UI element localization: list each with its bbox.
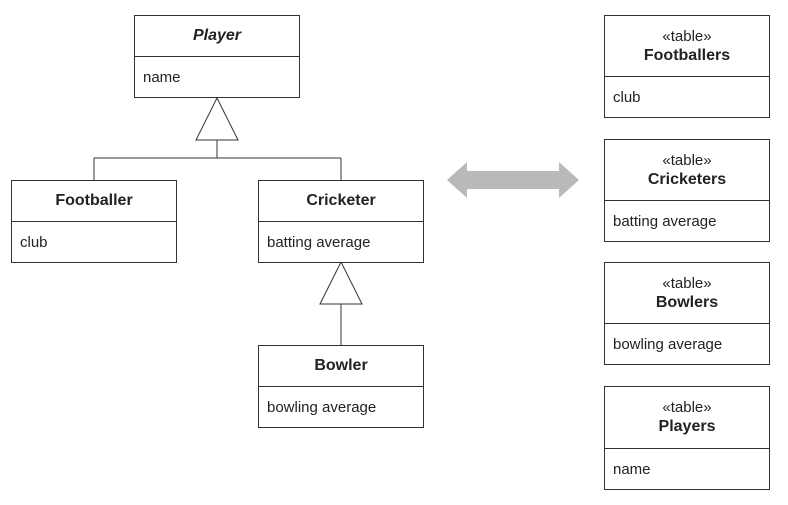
class-bowler-attributes: bowling average bbox=[259, 387, 423, 427]
class-bowler-name: Bowler bbox=[314, 357, 368, 374]
table-players: «table» Players name bbox=[604, 386, 770, 490]
class-footballer: Footballer club bbox=[11, 180, 177, 263]
table-cricketers-column: batting average bbox=[613, 212, 717, 230]
table-bowlers: «table» Bowlers bowling average bbox=[604, 262, 770, 365]
table-bowlers-name: Bowlers bbox=[655, 293, 719, 311]
class-player-attributes: name bbox=[135, 57, 299, 97]
table-bowlers-stereotype: «table» bbox=[662, 274, 712, 292]
generalization-arrowhead-player bbox=[195, 96, 239, 141]
double-arrow-icon bbox=[447, 162, 579, 198]
table-cricketers-columns: batting average bbox=[605, 201, 769, 241]
class-footballer-name: Footballer bbox=[55, 192, 133, 209]
table-footballers-header: «table» Footballers bbox=[605, 16, 769, 77]
class-bowler: Bowler bowling average bbox=[258, 345, 424, 428]
table-bowlers-columns: bowling average bbox=[605, 324, 769, 364]
class-cricketer: Cricketer batting average bbox=[258, 180, 424, 263]
class-bowler-attribute: bowling average bbox=[267, 398, 377, 416]
class-bowler-header: Bowler bbox=[259, 346, 423, 387]
class-player-attribute: name bbox=[143, 68, 181, 86]
class-cricketer-attribute: batting average bbox=[267, 233, 371, 251]
table-bowlers-column: bowling average bbox=[613, 335, 723, 353]
class-cricketer-attributes: batting average bbox=[259, 222, 423, 262]
table-footballers-name: Footballers bbox=[643, 46, 731, 64]
table-players-columns: name bbox=[605, 449, 769, 489]
table-cricketers-header: «table» Cricketers bbox=[605, 140, 769, 201]
class-player-header: Player bbox=[135, 16, 299, 57]
class-cricketer-header: Cricketer bbox=[259, 181, 423, 222]
class-player-name: Player bbox=[192, 27, 242, 44]
table-footballers-stereotype: «table» bbox=[662, 27, 712, 45]
table-players-stereotype: «table» bbox=[662, 399, 712, 416]
class-cricketer-name: Cricketer bbox=[306, 192, 376, 209]
generalization-arrowhead-cricketer bbox=[319, 260, 363, 305]
class-footballer-header: Footballer bbox=[12, 181, 176, 222]
table-footballers: «table» Footballers club bbox=[604, 15, 770, 118]
table-players-header: «table» Players bbox=[605, 387, 769, 449]
table-footballers-column: club bbox=[613, 88, 641, 106]
class-player: Player name bbox=[134, 15, 300, 98]
table-players-name: Players bbox=[658, 418, 716, 435]
table-cricketers: «table» Cricketers batting average bbox=[604, 139, 770, 242]
table-bowlers-header: «table» Bowlers bbox=[605, 263, 769, 324]
table-players-column: name bbox=[613, 460, 651, 478]
table-cricketers-stereotype: «table» bbox=[662, 151, 712, 169]
table-footballers-columns: club bbox=[605, 77, 769, 117]
class-footballer-attributes: club bbox=[12, 222, 176, 262]
table-cricketers-name: Cricketers bbox=[647, 170, 727, 188]
class-footballer-attribute: club bbox=[20, 233, 48, 251]
